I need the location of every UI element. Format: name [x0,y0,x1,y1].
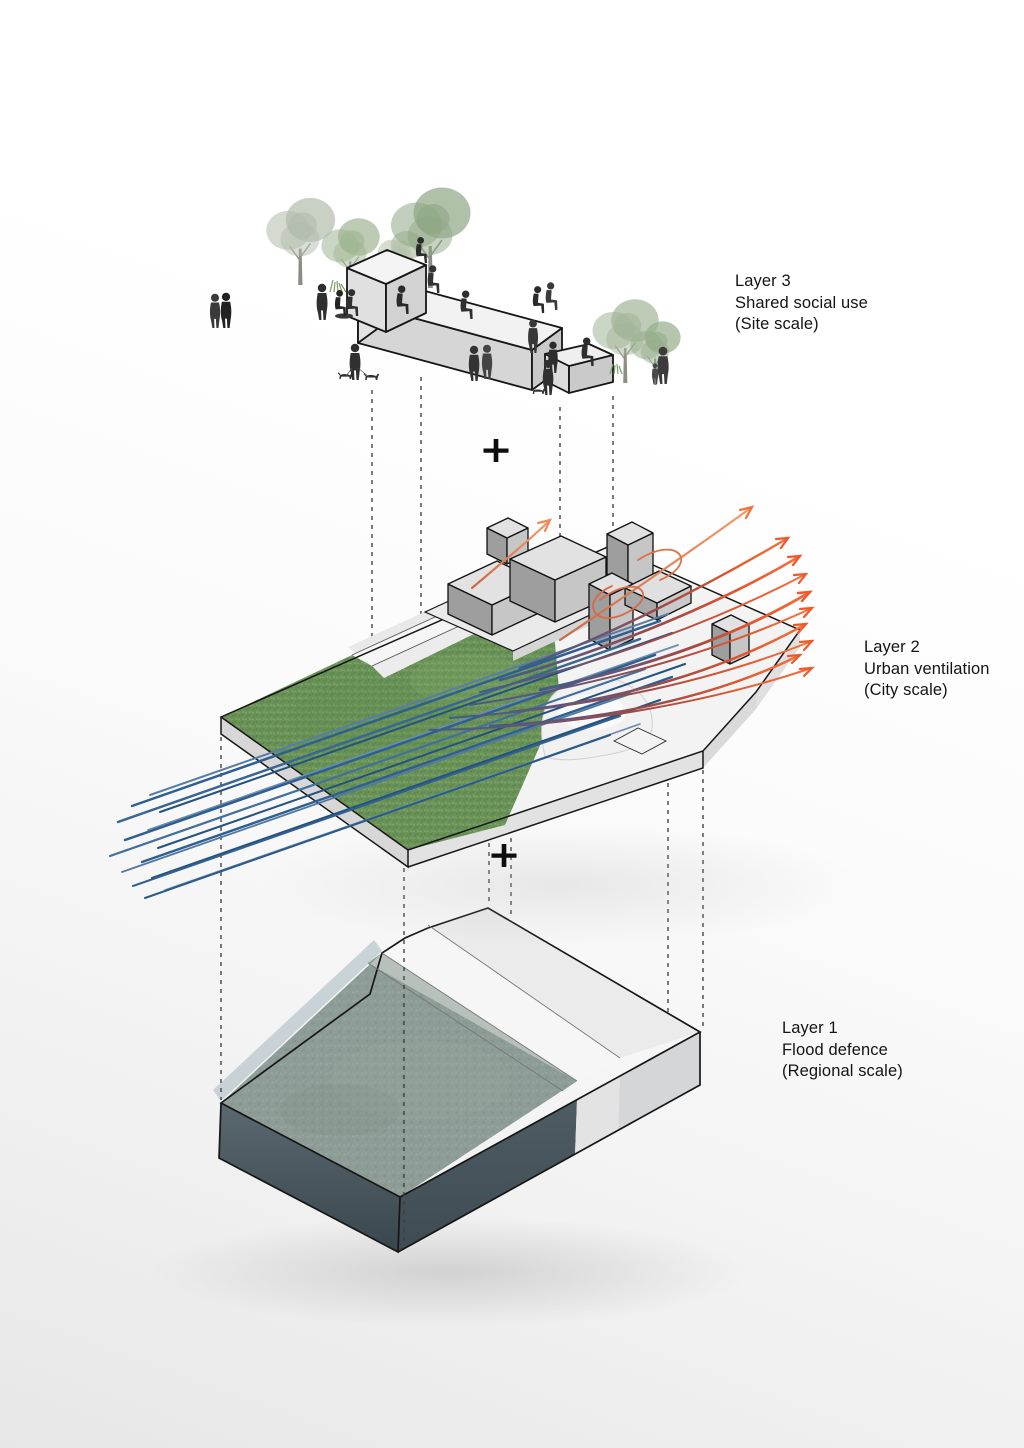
label-layer1-line3: (Regional scale) [782,1062,903,1080]
layer3-shared-social [209,186,682,395]
slab-front-right-face-ground [618,1032,700,1130]
building-long-bar [509,535,607,623]
levee-crest [385,925,620,1081]
label-layer1: Layer 1 Flood defence (Regional scale) [782,1018,903,1083]
plus-operator-bottom: + [487,833,521,877]
platform-tall-block [346,249,427,333]
layer1-flood-defence [150,907,750,1327]
person-standing [209,293,221,328]
plate-right-side [408,751,703,867]
grass-tuft [609,363,623,375]
people [209,236,669,395]
label-layer2-line3: (City scale) [864,681,948,699]
ground-shadow [150,1217,750,1327]
wind-swirl [637,548,682,581]
person-sitting [532,286,545,313]
label-layer3-line3: (Site scale) [735,315,819,333]
middle-shadow [260,823,860,947]
waterline-glass-wall [213,940,382,1101]
label-layer3: Layer 3 Shared social use (Site scale) [735,271,868,336]
label-layer1-line2: Flood defence [782,1040,888,1059]
dashed-connectors-top [371,377,614,646]
label-layer3-line1: Layer 3 [735,272,791,290]
wing-ridge [612,727,668,755]
label-layer2-line2: Urban ventilation [864,659,990,678]
person-sitting [427,265,440,293]
label-layer2: Layer 2 Urban ventilation (City scale) [864,637,990,702]
water-ripple [280,1084,400,1136]
wind-arrows-orange [429,505,815,731]
picnic-blanket [335,313,353,319]
person-walking [316,283,328,320]
green-field [221,585,560,850]
layer2-urban-ventilation [108,505,860,947]
slab-front-right-face-water [398,1100,577,1252]
middle-levee-ridge [348,603,478,678]
water-ripple [330,1040,510,1120]
social-platform [346,249,614,394]
person-sitting [545,282,558,310]
water-surface [221,953,577,1197]
person-sitting [334,289,346,316]
levee-end-cap [575,1077,620,1155]
levee-edge-lines [367,924,621,1092]
dog [337,372,353,379]
plate-wing-side-1 [703,692,756,768]
person-walking [468,345,480,381]
label-layer3-line2: Shared social use [735,293,868,312]
slab-front-left-face [219,1103,400,1252]
city-buildings [447,517,750,665]
building-cube-right [711,614,750,665]
platform-low-block [544,343,614,394]
wind-swirl [592,585,644,619]
label-layer2-line1: Layer 2 [864,638,920,656]
label-layer1-line1: Layer 1 [782,1019,838,1037]
plus-operator-top: + [479,428,513,472]
dog-leash [345,367,370,378]
grass-tuft [329,279,347,293]
person-standing [220,292,232,328]
person-standing [657,346,669,384]
